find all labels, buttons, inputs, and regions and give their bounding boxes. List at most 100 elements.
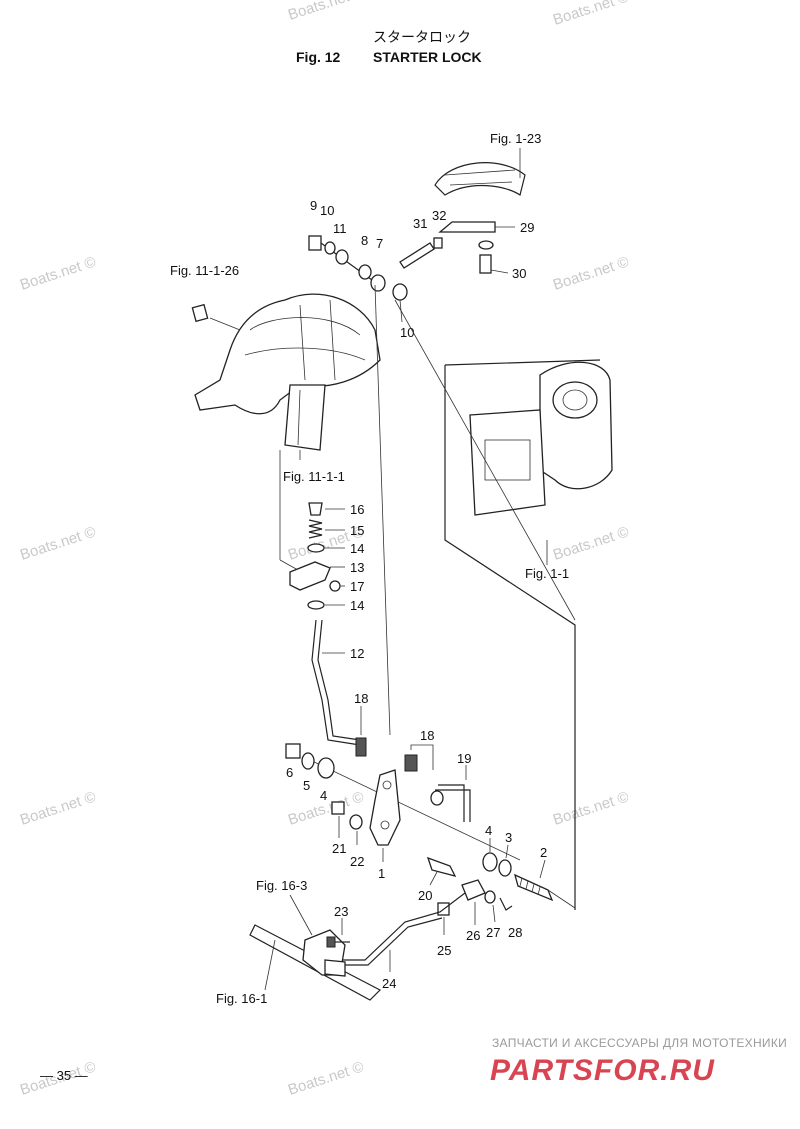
- callout-18b: 18: [420, 728, 434, 743]
- cylinder-block: [539, 361, 613, 490]
- callout-12: 12: [350, 646, 364, 661]
- watermark: Boats.net ©: [18, 788, 98, 828]
- bolt-31: [399, 242, 435, 269]
- ref-fig-16-1: Fig. 16-1: [216, 991, 267, 1006]
- callout-14: 14: [350, 541, 364, 556]
- cap-16: [308, 502, 323, 516]
- bracket-18b: [410, 744, 434, 770]
- callout-22: 22: [350, 854, 364, 869]
- upper-bracket-assembly: Fig. 1-23 29 30 31 32: [399, 131, 541, 281]
- lever-1-hole-2: [380, 820, 390, 830]
- callout-18: 18: [354, 691, 368, 706]
- washer-5: [301, 752, 315, 770]
- upper-hardware-7-11: 9 10 11 8 7 10: [308, 198, 414, 340]
- collar-11: [335, 249, 349, 265]
- column-edge: [297, 389, 301, 446]
- callout-16: 16: [350, 502, 364, 517]
- leader-fig-16-1: [264, 939, 276, 991]
- rod-12-line-2: [317, 619, 361, 741]
- callout-26: 26: [466, 928, 480, 943]
- washer-3: [498, 859, 512, 877]
- clip-28: [499, 897, 513, 911]
- assembly-line-2: [279, 559, 299, 571]
- callout-17: 17: [350, 579, 364, 594]
- pin-23: [326, 936, 336, 948]
- rod-12: 12: [311, 619, 364, 746]
- callout-25: 25: [437, 943, 451, 958]
- callout-15: 15: [350, 523, 364, 538]
- page-title: STARTER LOCK: [373, 49, 482, 65]
- nut-6: [285, 743, 301, 759]
- clip-18: [355, 737, 367, 757]
- leader-20: [429, 871, 438, 886]
- bolt-30: [479, 254, 492, 274]
- callout-11: 11: [333, 221, 347, 236]
- washer-30: [478, 240, 494, 250]
- brand-tagline: ЗАПЧАСТИ И АКСЕССУАРЫ ДЛЯ МОТОТЕХНИКИ: [492, 1036, 787, 1050]
- callout-5: 5: [303, 778, 310, 793]
- callout-10b: 10: [400, 325, 414, 340]
- callout-6: 6: [286, 765, 293, 780]
- rod-24-2: [340, 917, 443, 966]
- callout-31: 31: [413, 216, 427, 231]
- cylinder-bore: [552, 381, 598, 419]
- nut-32: [433, 237, 443, 249]
- leader-27: [492, 904, 496, 923]
- brand-logo: PARTSFOR.RU: [490, 1054, 715, 1087]
- ref-fig-16-3: Fig. 16-3: [256, 878, 307, 893]
- throttle-housing: Fig. 11-1-26 Fig. 11-1-1: [170, 263, 381, 571]
- spring-15: [308, 519, 323, 539]
- ref-fig-11-1-1: Fig. 11-1-1: [283, 469, 345, 484]
- lever-1: [369, 769, 401, 846]
- callout-24: 24: [382, 976, 396, 991]
- housing-ribs: [244, 299, 366, 381]
- bush-19: [430, 790, 444, 806]
- callout-23: 23: [334, 904, 348, 919]
- callout-21: 21: [332, 841, 346, 856]
- watermark: Boats.net ©: [286, 0, 366, 24]
- title-japanese: スタータロック: [373, 29, 471, 45]
- callout-28: 28: [508, 925, 522, 940]
- joint-20: [426, 856, 457, 877]
- housing-fragment: [434, 162, 526, 196]
- bolt-2-line: [547, 889, 576, 909]
- callout-29: 29: [520, 220, 534, 235]
- bush-8: [358, 264, 372, 280]
- housing-ribs: [444, 169, 516, 186]
- screw-line: [209, 317, 241, 331]
- connection-line-1: [394, 299, 576, 621]
- joint-26: [461, 879, 486, 901]
- washer-27: [484, 890, 496, 904]
- clip-18b: [404, 754, 418, 772]
- watermark: Boats.net ©: [18, 523, 98, 563]
- washer-14: [307, 543, 325, 553]
- watermark: Boats.net ©: [551, 0, 631, 29]
- housing-body: [194, 293, 381, 415]
- callout-9: 9: [310, 198, 317, 213]
- clip-17: [329, 580, 341, 592]
- bracket-29: [438, 221, 496, 233]
- callout-19: 19: [457, 751, 471, 766]
- washer-22: [349, 814, 363, 830]
- leader-30: [490, 269, 509, 274]
- frame-line-top: [444, 359, 601, 366]
- lever-stack: 16 15 14 13 17 14: [289, 502, 364, 613]
- callout-4b: 4: [485, 823, 492, 838]
- callout-7: 7: [376, 236, 383, 251]
- callout-3: 3: [505, 830, 512, 845]
- callout-20: 20: [418, 888, 432, 903]
- header: スタータロック Fig. 12 STARTER LOCK: [296, 29, 482, 65]
- page-number: — 35 —: [40, 1068, 88, 1083]
- shaft-line: [309, 759, 521, 861]
- screw: [191, 303, 209, 323]
- washer-10: [324, 241, 336, 255]
- nut-21: [331, 801, 345, 815]
- leader-fig-16-3: [289, 894, 313, 936]
- leader-3: [505, 844, 509, 859]
- callout-1: 1: [378, 866, 385, 881]
- carburetor: [469, 409, 546, 516]
- engine-block: Fig. 1-1: [444, 359, 613, 910]
- callout-8: 8: [361, 233, 368, 248]
- rod-12-line: [311, 619, 361, 746]
